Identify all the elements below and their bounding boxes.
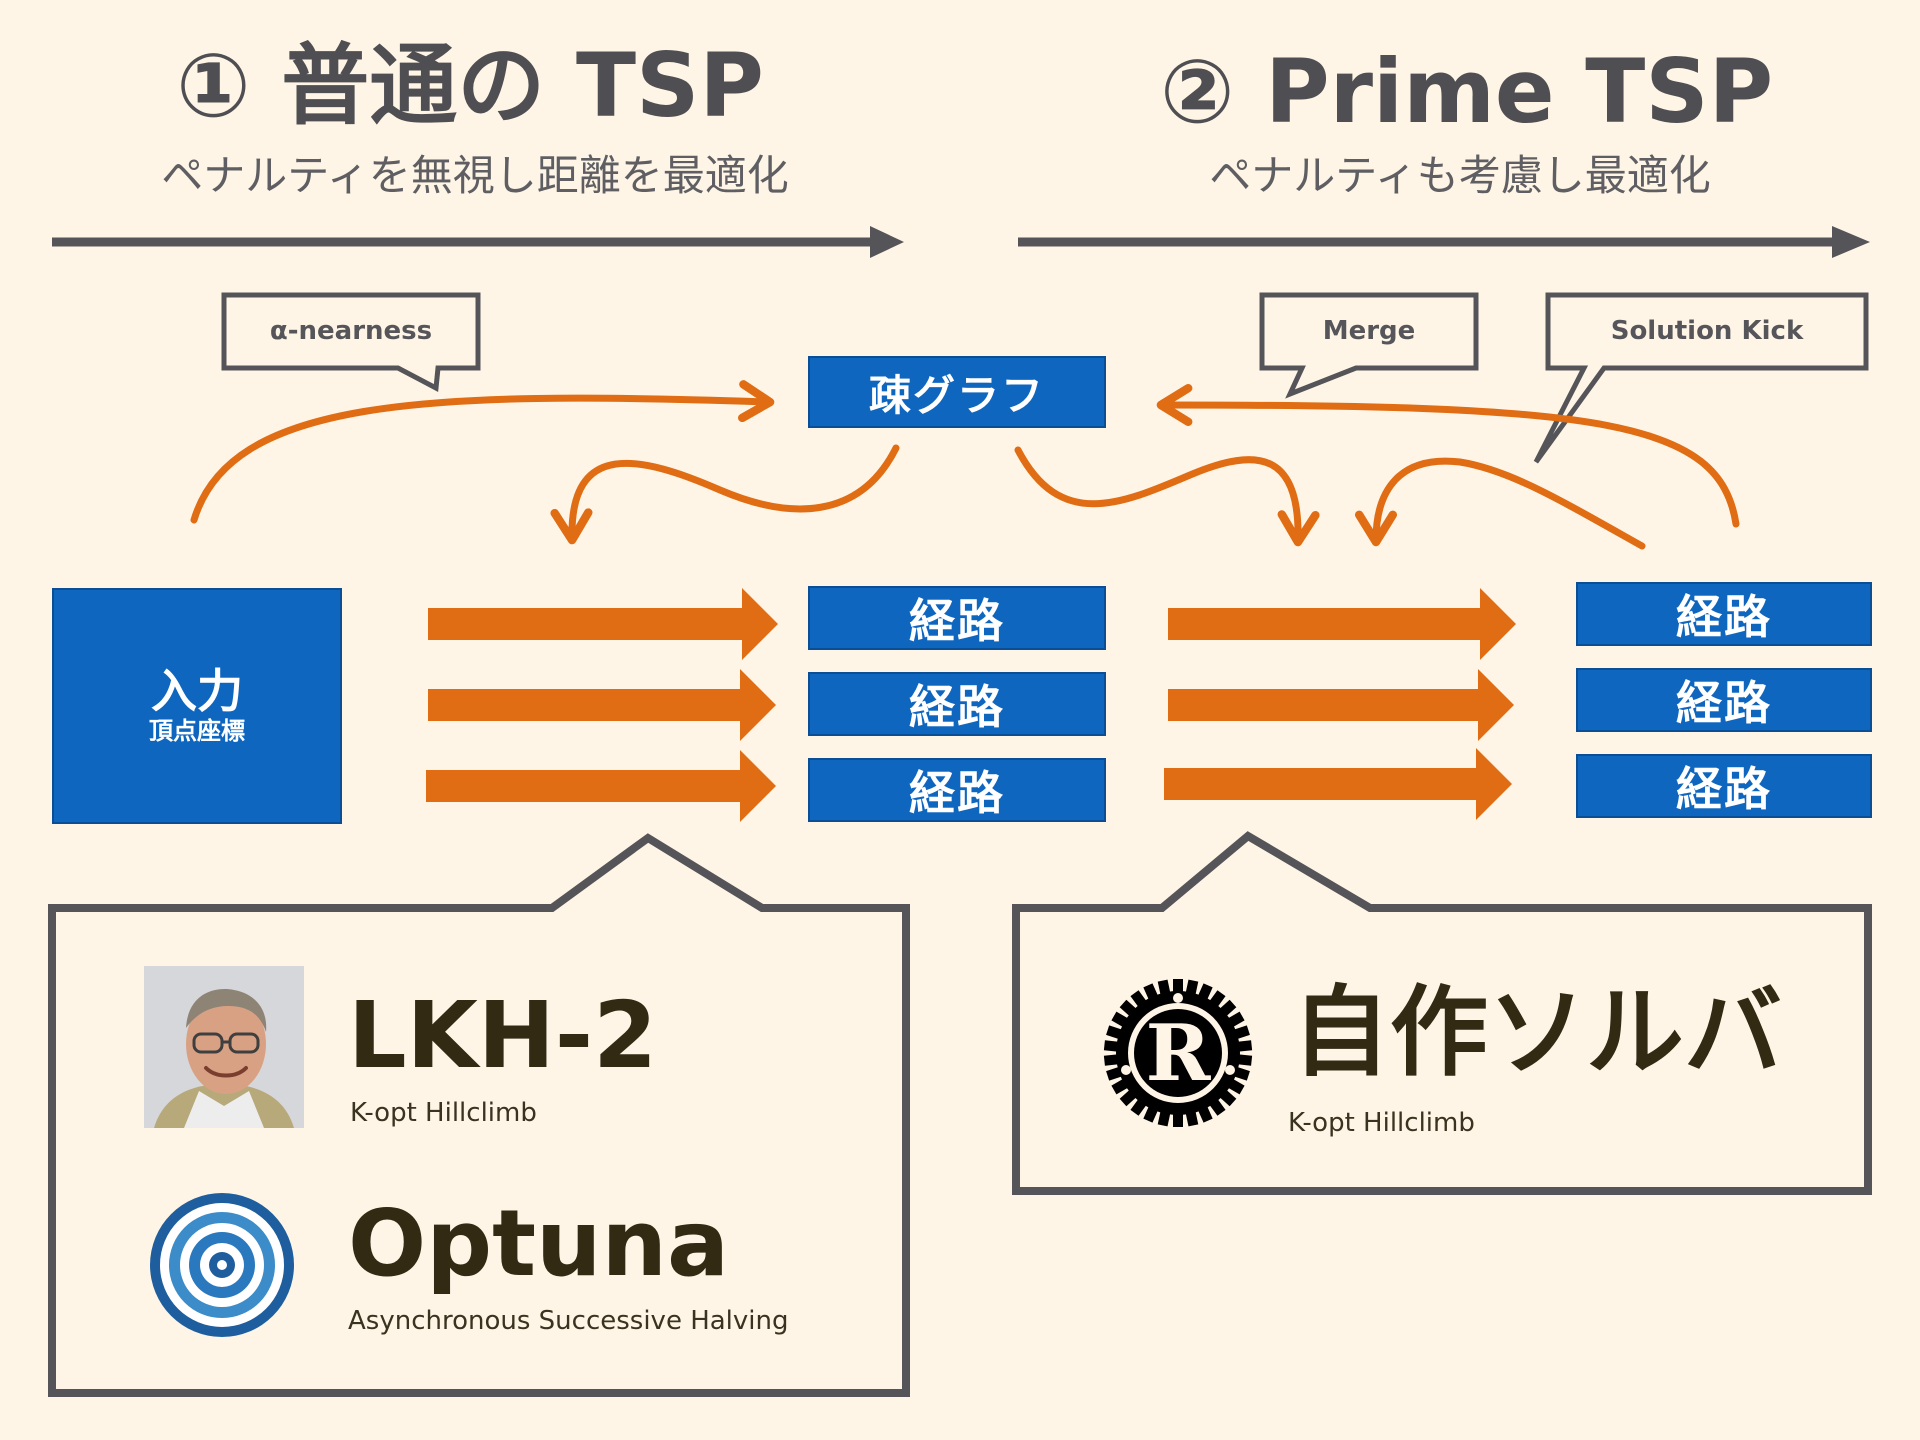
callout-alpha-nearness: α-nearness [269,316,433,346]
tool-custom-solver-name: 自作ソルバ [1292,976,1783,1090]
route-box-right-3: 経路 [1576,754,1872,818]
rust-gear-tooth [1173,1111,1183,1127]
tool-lkh2-desc: K-opt Hillclimb [350,1098,537,1128]
tool-optuna-desc: Asynchronous Successive Halving [348,1306,789,1336]
block-arrows [426,588,1516,822]
callout-alpha-nearness-shape [221,292,481,392]
sparse-graph-label: 疎グラフ [868,370,1045,420]
block-arrow-right-2 [1168,669,1514,741]
sparse-graph-box: 疎グラフ [808,356,1106,428]
curve-routes-to-sparse-graph [1156,384,1740,528]
right-subtitle: ペナルティも考慮し最適化 [1209,151,1711,200]
tool-optuna-name: Optuna [348,1190,730,1297]
route-label: 経路 [909,680,1005,734]
curve-input-to-sparse-graph [190,380,775,524]
tool-custom-solver-desc: K-opt Hillclimb [1288,1108,1475,1138]
callout-solution-kick: Solution Kick [1610,316,1804,346]
route-box-left-1: 経路 [808,586,1106,650]
timeline-arrow-right [1018,226,1870,258]
rust-logo-icon: R [1103,979,1253,1127]
callout-solution-kick-shape [1533,292,1869,464]
curve-sparse-graph-to-right-solver [1014,446,1320,547]
route-box-left-3: 経路 [808,758,1106,822]
block-arrow-left-1 [428,588,778,660]
route-box-right-2: 経路 [1576,668,1872,732]
route-label: 経路 [909,594,1005,648]
input-sublabel: 頂点座標 [149,716,245,745]
route-label: 経路 [1676,590,1772,644]
input-label: 入力 [151,664,243,719]
portrait-photo [144,966,304,1128]
route-label: 経路 [1676,762,1772,816]
rust-gear-tooth [1173,979,1183,995]
portrait-illustration [144,966,304,1128]
callout-merge-shape [1259,292,1479,399]
block-arrow-right-1 [1168,588,1516,660]
svg-text:R: R [1146,1008,1212,1099]
left-title: ① 普通の TSP [176,34,764,137]
route-box-right-1: 経路 [1576,582,1872,646]
optuna-logo-icon [150,1193,294,1337]
route-box-left-2: 経路 [808,672,1106,736]
curve-solution-kick [1355,457,1646,550]
left-subtitle: ペナルティを無視し距離を最適化 [161,151,789,200]
block-arrow-right-3 [1164,748,1512,820]
input-box: 入力 頂点座標 [52,588,342,824]
block-arrow-left-2 [428,669,776,741]
callout-merge: Merge [1322,316,1416,346]
route-label: 経路 [909,766,1005,820]
route-label: 経路 [1676,676,1772,730]
right-title: ② Prime TSP [1160,40,1774,143]
tool-lkh2-name: LKH-2 [348,982,658,1089]
curve-sparse-graph-to-left-solver [550,444,900,545]
timeline-arrow-left [52,226,904,258]
block-arrow-left-3 [426,750,776,822]
flow-curves [190,380,1740,550]
